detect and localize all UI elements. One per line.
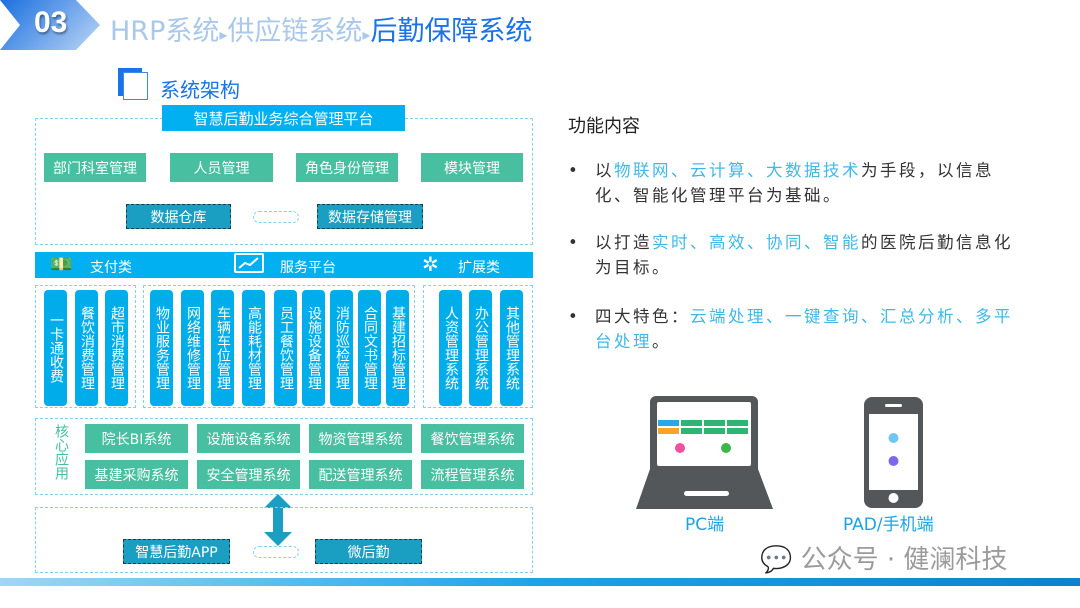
service-bar <box>35 252 533 278</box>
section-number: 03 <box>34 6 68 39</box>
service-module: 其他管理系统 <box>500 290 523 406</box>
text: 四大特色： <box>595 307 690 326</box>
core-container <box>35 418 533 495</box>
watermark: 💬 公众号 · 健澜科技 <box>760 544 1007 576</box>
breadcrumb-sep: ▸ <box>219 25 228 44</box>
core-system: 餐饮管理系统 <box>421 424 524 453</box>
service-module: 人资管理系统 <box>439 290 462 406</box>
bullet-dot: • <box>568 161 581 180</box>
bullet-dot: • <box>568 233 581 252</box>
module-role: 角色身份管理 <box>296 153 398 182</box>
feature-bullet-1: • 以物联网、云计算、大数据技术为手段，以信息化、智能化管理平台为基础。 <box>568 158 1028 208</box>
core-system: 配送管理系统 <box>309 460 412 489</box>
core-label: 核心应用 <box>53 424 69 480</box>
module-module: 模块管理 <box>421 153 523 182</box>
text: 以打造 <box>595 233 652 252</box>
data-storage: 数据存储管理 <box>317 204 423 229</box>
mobile-label: PAD/手机端 <box>843 515 934 535</box>
service-module: 合同文书管理 <box>358 290 381 406</box>
service-module: 餐饮消费管理 <box>75 290 98 406</box>
service-module: 员工餐饮管理 <box>274 290 297 406</box>
service-module: 基建招标管理 <box>386 290 409 406</box>
pay-category: 支付类 <box>90 260 132 276</box>
section-title: 系统架构 <box>160 78 240 102</box>
ext-group <box>423 285 533 408</box>
service-module: 超市消费管理 <box>105 290 128 406</box>
service-module: 车辆车位管理 <box>211 290 234 406</box>
wechat-logistics: 微后勤 <box>315 539 422 564</box>
service-module: 网络维修管理 <box>181 290 204 406</box>
laptop-icon <box>636 396 773 509</box>
bidirectional-arrow-icon <box>253 211 299 223</box>
phone-icon <box>864 397 923 508</box>
highlight: 物联网、云计算、大数据技术 <box>614 161 861 180</box>
network-icon: ✲ <box>422 252 439 276</box>
ext-category: 扩展类 <box>458 260 500 276</box>
pc-label: PC端 <box>685 515 725 535</box>
smart-logistics-app: 智慧后勤APP <box>123 539 230 564</box>
core-system: 流程管理系统 <box>421 460 524 489</box>
module-staff: 人员管理 <box>170 153 273 182</box>
section-square-icon <box>118 68 148 100</box>
highlight: 实时、高效、协同、智能 <box>652 233 861 252</box>
text: 。 <box>652 332 671 351</box>
monitor-chart-icon <box>234 253 264 273</box>
core-system: 物资管理系统 <box>309 424 412 453</box>
core-system: 基建采购系统 <box>85 460 188 489</box>
text: 以 <box>595 161 614 180</box>
breadcrumb-current: 后勤保障系统 <box>370 16 533 47</box>
breadcrumb-supply: 供应链系统 <box>227 16 363 47</box>
platform-title: 智慧后勤业务综合管理平台 <box>162 105 405 131</box>
wechat-icon: 💬 <box>760 545 793 575</box>
pay-group <box>35 285 136 408</box>
service-module: 高能耗材管理 <box>242 290 265 406</box>
client-container <box>35 507 533 573</box>
breadcrumb-hrp: HRP系统 <box>110 16 220 47</box>
core-system: 设施设备系统 <box>197 424 300 453</box>
service-module: 办公管理系统 <box>469 290 492 406</box>
module-dept: 部门科室管理 <box>44 153 146 182</box>
highlight: 云端处理、一键查询、汇总分析、多平台处理 <box>595 307 1013 351</box>
service-module: 物业服务管理 <box>150 290 173 406</box>
feature-bullet-3: • 四大特色：云端处理、一键查询、汇总分析、多平台处理。 <box>568 304 1028 354</box>
data-warehouse: 数据仓库 <box>126 204 231 229</box>
breadcrumb-sep: ▸ <box>362 25 371 44</box>
bidirectional-arrow-icon <box>253 546 299 558</box>
feature-bullet-2: • 以打造实时、高效、协同、智能的医院后勤信息化为目标。 <box>568 230 1028 280</box>
service-group <box>143 285 415 408</box>
service-platform: 服务平台 <box>280 260 336 276</box>
breadcrumb: HRP系统▸供应链系统▸后勤保障系统 <box>110 9 532 48</box>
service-module: 设施设备管理 <box>302 290 325 406</box>
bullet-dot: • <box>568 307 581 326</box>
core-system: 院长BI系统 <box>85 424 188 453</box>
watermark-text: 公众号 · 健澜科技 <box>800 545 1008 575</box>
text: 为手段，以信息化、智能化管理平台为基础。 <box>595 161 994 205</box>
service-module: 一卡通收费 <box>44 290 67 406</box>
bottom-bar <box>0 578 1080 586</box>
service-module: 消防巡检管理 <box>330 290 353 406</box>
core-system: 安全管理系统 <box>197 460 300 489</box>
features-heading: 功能内容 <box>568 116 640 137</box>
text: 的医院后勤信息化为目标。 <box>595 233 1013 277</box>
payment-icon: 💵 <box>50 254 73 275</box>
